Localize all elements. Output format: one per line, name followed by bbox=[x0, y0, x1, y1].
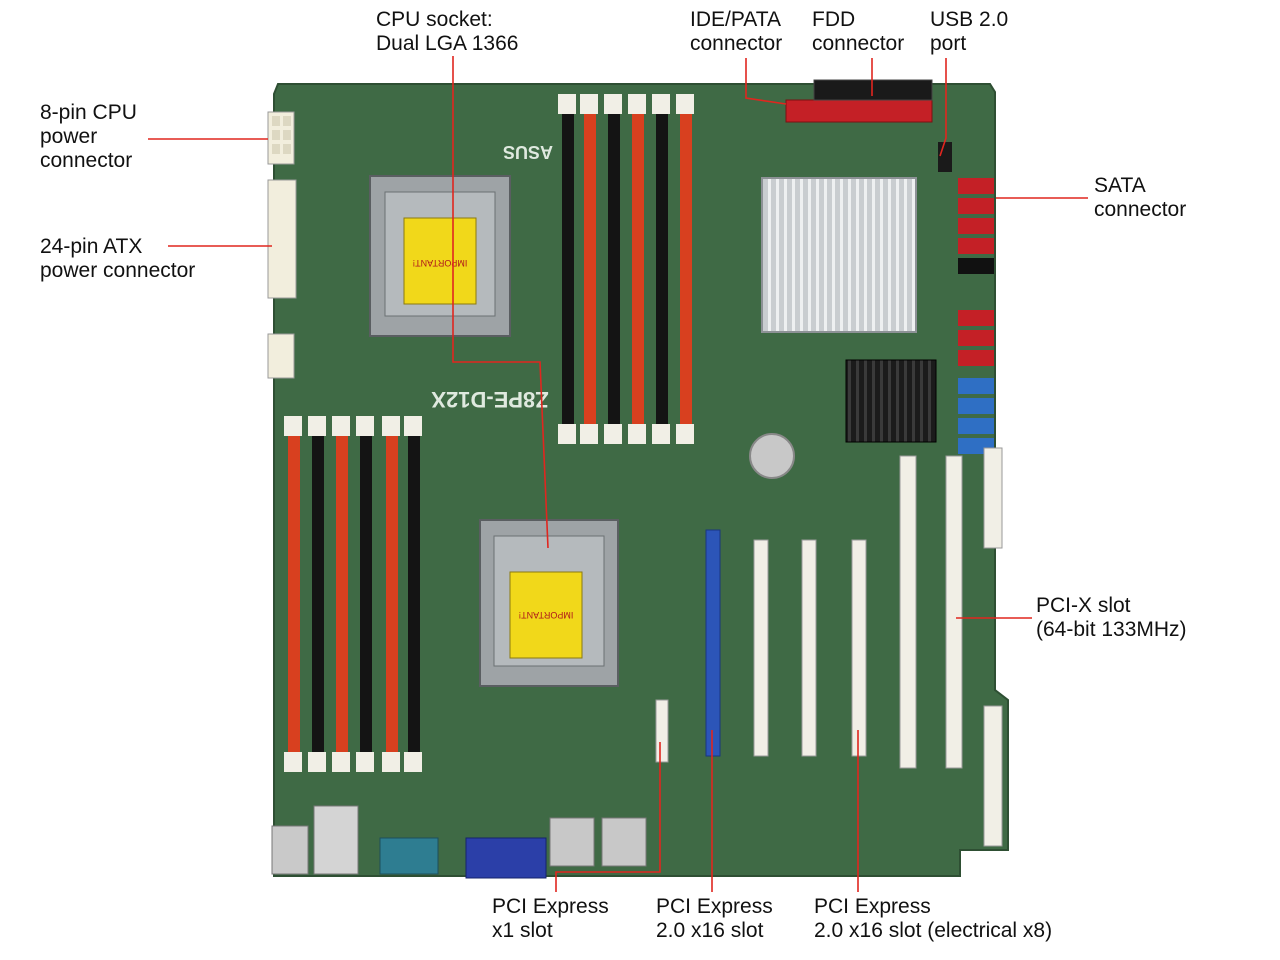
pci-slot-1 bbox=[753, 539, 769, 757]
eight-pin-aux-power-connector bbox=[267, 333, 295, 379]
callout-atx-power: 24-pin ATX power connector bbox=[40, 235, 196, 282]
pcix-slot-1 bbox=[899, 455, 917, 769]
sata-connectors bbox=[958, 178, 994, 454]
fdd-connector bbox=[813, 79, 933, 101]
callout-ide-pata-connector: IDE/PATA connector bbox=[690, 8, 783, 55]
southbridge-heatsink bbox=[845, 359, 937, 443]
pcie-x16-slot bbox=[705, 529, 721, 757]
pcie-x16-electrical-x8-slot bbox=[851, 539, 867, 757]
pci-slot-2 bbox=[801, 539, 817, 757]
cpu1-socket: IMPORTANT! bbox=[479, 519, 619, 687]
eight-pin-cpu-power-connector bbox=[267, 111, 295, 165]
callout-sata-connector: SATA connector bbox=[1094, 174, 1187, 221]
callout-cpu-socket: CPU socket: Dual LGA 1366 bbox=[376, 8, 519, 55]
usb-header bbox=[938, 142, 952, 172]
board-model-silkscreen: Z8PE-D12X bbox=[431, 387, 549, 412]
board-brand-silkscreen: ASUS bbox=[503, 142, 553, 162]
callout-pcie-x16-electrical-x8-slot: PCI Express 2.0 x16 slot (electrical x8) bbox=[814, 895, 1053, 942]
northbridge-heatsink bbox=[761, 177, 917, 333]
callout-leader-lines bbox=[148, 56, 1088, 892]
rear-io-panel bbox=[271, 805, 647, 879]
twenty-four-pin-atx-power-connector bbox=[267, 179, 297, 299]
cpu2-warning-label: IMPORTANT! bbox=[413, 258, 468, 268]
callout-usb-port: USB 2.0 port bbox=[930, 8, 1009, 55]
pcix-slot-2 bbox=[945, 455, 963, 769]
cpu2-socket: IMPORTANT! bbox=[369, 175, 511, 337]
callout-fdd-connector: FDD connector bbox=[812, 8, 905, 55]
pcix-riser-top bbox=[983, 447, 1003, 549]
cpu1-warning-label: IMPORTANT! bbox=[519, 610, 574, 620]
callout-pcix-slot: PCI-X slot (64-bit 133MHz) bbox=[1036, 594, 1187, 641]
pcix-riser-bottom bbox=[983, 705, 1003, 847]
callout-pcie-x1-slot: PCI Express x1 slot bbox=[492, 895, 609, 942]
cmos-battery bbox=[749, 433, 795, 479]
callout-pcie-x16-slot: PCI Express 2.0 x16 slot bbox=[656, 895, 773, 942]
ide-pata-connector bbox=[785, 99, 933, 123]
dimm-slots-cpu2 bbox=[558, 94, 694, 444]
callout-eight-pin-cpu-power: 8-pin CPU power connector bbox=[40, 101, 137, 172]
dimm-slots-cpu1 bbox=[284, 416, 422, 772]
pcie-x1-slot bbox=[655, 699, 669, 763]
